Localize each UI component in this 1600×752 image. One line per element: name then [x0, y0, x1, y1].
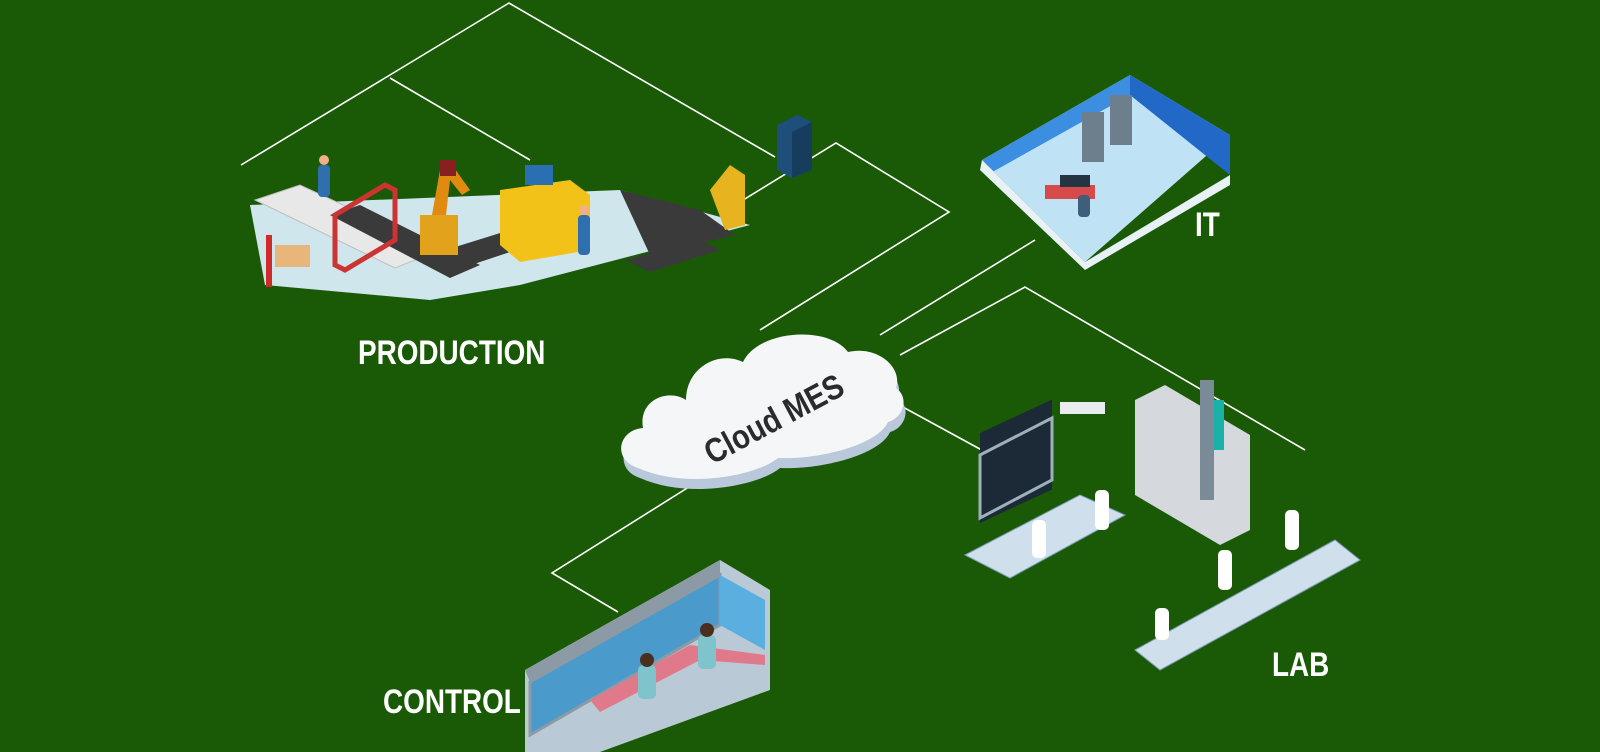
control-room-wall — [525, 560, 720, 682]
lab-scientist-1 — [1032, 520, 1046, 558]
server-rack-side — [792, 122, 812, 178]
robot-arm-joint — [440, 160, 456, 176]
lab-scientist-3 — [1218, 550, 1232, 590]
line-cloud-lab — [899, 286, 1306, 451]
hand-truck — [266, 235, 272, 287]
lab-column — [1200, 380, 1214, 500]
lab-label: LAB — [1272, 646, 1330, 684]
gantry-frame — [332, 182, 398, 273]
assembly-machine — [500, 180, 590, 262]
server-rack-icon — [777, 115, 812, 178]
production-label: PRODUCTION — [358, 334, 546, 372]
lab-scientist-2 — [1095, 490, 1109, 530]
it-worker — [1078, 195, 1090, 217]
it-server-room-icon — [980, 75, 1230, 270]
production-line-icon — [250, 155, 750, 300]
line-cloud-control — [550, 479, 701, 613]
control-operator-1-head — [640, 653, 654, 667]
lab-display-board — [978, 415, 1054, 521]
line-production-inner — [389, 77, 531, 161]
worker-right — [578, 215, 590, 255]
it-room-edge — [980, 160, 1230, 270]
right-robot-arm — [710, 165, 745, 230]
cloud-icon: Cloud MES — [621, 334, 906, 490]
control-window-right — [720, 575, 765, 650]
worker-right-head — [579, 205, 589, 215]
control-operator-1 — [638, 665, 656, 699]
it-monitor — [1060, 175, 1090, 187]
lab-bench-right — [1134, 539, 1361, 671]
control-desk — [590, 645, 765, 712]
lab-scientist-4 — [1285, 510, 1299, 550]
robot-arm-base — [420, 215, 458, 255]
control-room-icon — [525, 560, 770, 752]
control-operator-2 — [698, 635, 716, 669]
cloud-body — [621, 334, 904, 480]
worker-left — [318, 165, 330, 197]
lab-shelf — [1060, 402, 1105, 414]
it-room-wall-right — [1130, 75, 1230, 175]
conveyor-belt-lower-right — [625, 240, 720, 272]
it-label: IT — [1195, 206, 1220, 244]
line-production-server — [734, 142, 951, 331]
conveyor-belt-right — [620, 190, 735, 255]
lab-icon — [963, 380, 1361, 671]
lab-column-accent — [1214, 400, 1224, 450]
lab-machine — [1135, 385, 1250, 545]
robot-arm — [432, 165, 470, 215]
line-cloud-it — [879, 239, 1036, 336]
it-room-wall-left — [982, 75, 1130, 175]
pallet-boxes — [275, 245, 310, 267]
lab-scientist-5 — [1155, 608, 1169, 640]
it-server-cabinet-1 — [1082, 112, 1104, 162]
it-server-cabinet-2 — [1110, 95, 1132, 145]
assembly-machine-screen — [525, 165, 553, 185]
line-production-top — [240, 2, 776, 166]
worker-left-head — [319, 155, 329, 165]
control-label: CONTROL — [383, 683, 521, 721]
control-operator-2-head — [700, 623, 714, 637]
